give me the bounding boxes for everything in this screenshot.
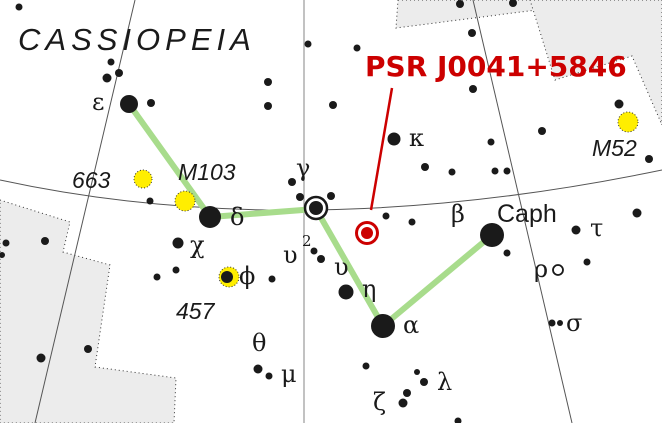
star-epsilon	[120, 95, 138, 113]
label-delta: δ	[230, 203, 244, 231]
star-alpha	[371, 314, 395, 338]
label-upsilon2-superscript: 2	[302, 232, 312, 250]
label-cluster-m103: M103	[178, 159, 236, 185]
label-kappa: κ	[409, 124, 424, 152]
cluster-663-icon	[133, 169, 153, 189]
label-alpha: α	[403, 311, 419, 339]
star-rho-variable-icon	[552, 264, 564, 276]
target-pointer-line	[369, 87, 394, 211]
label-gamma: γ	[296, 154, 310, 182]
target-pulsar-core-icon	[361, 227, 373, 239]
label-cluster-457: 457	[176, 298, 216, 324]
label-upsilon: υ	[334, 253, 349, 281]
star-beta-caph	[480, 223, 504, 247]
ra-line-right	[472, 0, 573, 423]
label-caph: Caph	[497, 200, 557, 228]
cluster-m103-icon	[174, 190, 196, 212]
label-chi: χ	[190, 231, 205, 259]
star-chi	[172, 237, 184, 249]
cluster-m52-icon	[617, 111, 639, 133]
label-tau: τ	[590, 214, 603, 242]
star-phi	[221, 271, 233, 283]
target-label: PSR J0041+5846	[365, 50, 627, 83]
label-eta: η	[362, 275, 376, 303]
label-cluster-663: 663	[72, 167, 111, 193]
label-upsilon2: υ	[283, 241, 298, 269]
label-cluster-m52: M52	[592, 135, 637, 161]
label-sigma: σ	[566, 309, 582, 337]
label-beta: β	[451, 200, 465, 228]
label-phi: ϕ	[239, 262, 255, 290]
outside-region-top-right	[529, 0, 662, 126]
label-rho: ρ	[534, 255, 548, 283]
label-theta: θ	[252, 329, 266, 357]
star-kappa	[387, 132, 401, 146]
label-zeta: ζ	[373, 388, 386, 416]
star-eta	[338, 284, 354, 300]
label-epsilon: ε	[92, 88, 104, 116]
star-delta	[199, 206, 221, 228]
constellation-title: CASSIOPEIA	[18, 22, 256, 57]
label-lambda: λ	[437, 368, 452, 396]
outside-region-left	[0, 199, 177, 423]
label-mu: μ	[281, 360, 297, 388]
star-gamma	[309, 201, 323, 215]
